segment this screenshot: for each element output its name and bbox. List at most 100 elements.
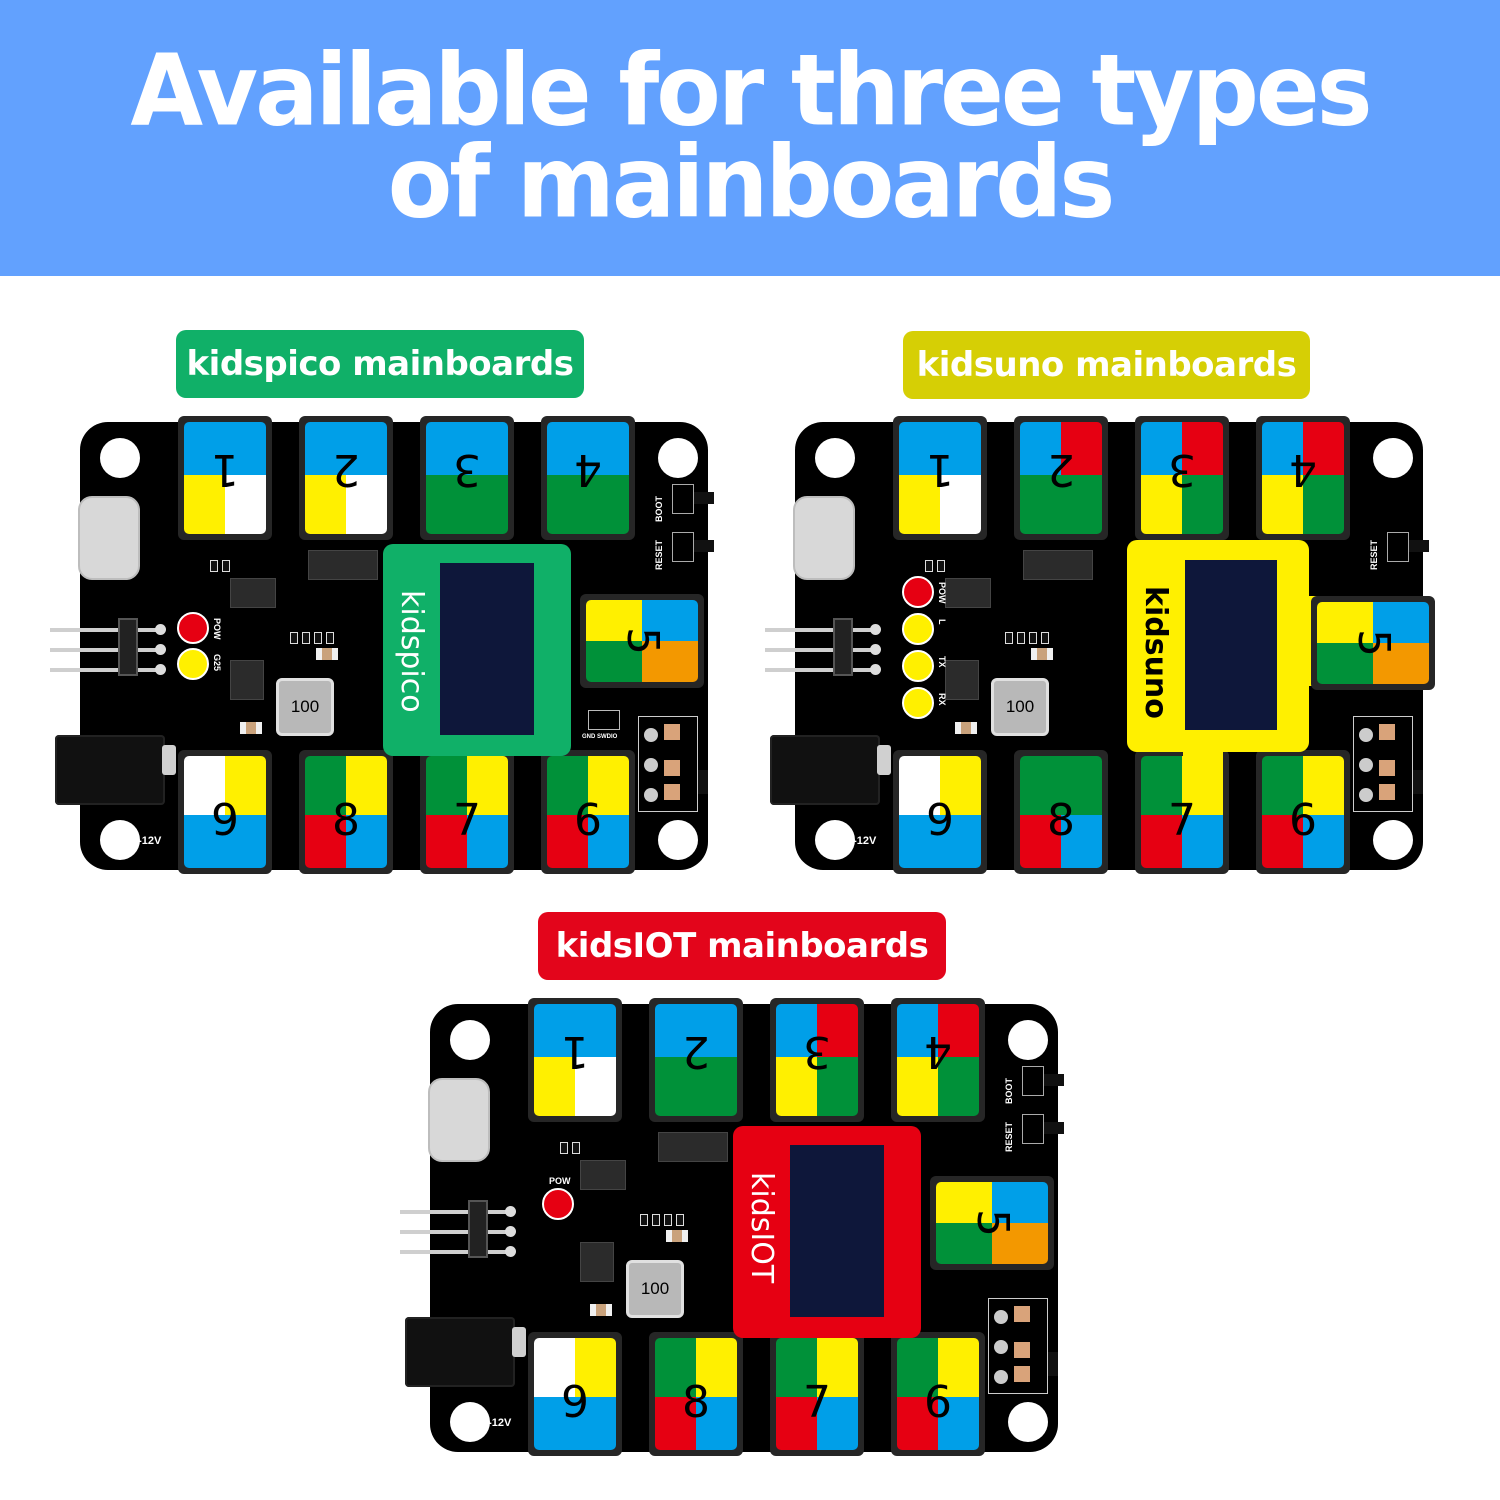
button-actuator — [1044, 1122, 1064, 1134]
mounting-hole — [100, 820, 140, 860]
pin-header-housing — [468, 1200, 488, 1258]
switch-lever[interactable] — [1048, 1352, 1058, 1376]
banner-title-line-2: of mainboards — [387, 126, 1116, 241]
port-quadrant-blue — [547, 422, 588, 475]
port-face: 4 — [1262, 422, 1344, 534]
port-quadrant-white — [534, 1338, 575, 1398]
mounting-hole — [450, 1402, 490, 1442]
header-pin — [765, 628, 875, 632]
dc-jack-tab — [877, 745, 891, 775]
power-led — [177, 612, 209, 644]
reset-button[interactable] — [672, 532, 694, 562]
port-quadrant-green — [655, 1338, 696, 1398]
switch-pad — [994, 1370, 1008, 1384]
switch-lever[interactable] — [1413, 770, 1423, 794]
port-quadrant-blue — [184, 422, 225, 475]
smd-resistor — [572, 1142, 580, 1154]
port-face: 6 — [897, 1338, 979, 1450]
pin-header-housing — [118, 618, 138, 676]
port-quadrant-green — [547, 756, 588, 816]
port-quadrant-blue — [588, 422, 629, 475]
switch-pad — [994, 1340, 1008, 1354]
boot-button[interactable] — [1022, 1066, 1044, 1096]
port-quadrant-blue — [184, 815, 225, 868]
rx-label: RX — [937, 693, 947, 706]
port-face: 4 — [547, 422, 629, 534]
port-quadrant-blue — [225, 815, 266, 868]
switch-pad — [644, 788, 658, 802]
boot-button[interactable] — [672, 484, 694, 514]
mounting-hole — [1373, 438, 1413, 478]
port-number: 5 — [1348, 629, 1399, 657]
smd-resistor — [1005, 632, 1013, 644]
power-led — [902, 576, 934, 608]
port-quadrant-yellow — [467, 756, 508, 816]
port-quadrant-yellow — [534, 1056, 575, 1116]
button-actuator — [694, 540, 714, 552]
port-quadrant-green — [655, 1056, 696, 1116]
port-3: 3 — [1135, 416, 1229, 540]
port-number: 4 — [924, 1026, 952, 1078]
port-6: 6 — [891, 1332, 985, 1456]
g25-label: G25 — [212, 654, 222, 672]
port-face: 5 — [586, 600, 698, 682]
button-label: BOOT — [1004, 1078, 1014, 1104]
oled-frame-extension — [1183, 750, 1223, 780]
port-quadrant-green — [1061, 756, 1102, 816]
port-face: 8 — [655, 1338, 737, 1450]
power-label: POW — [937, 582, 947, 604]
port-quadrant-blue — [899, 422, 940, 475]
switch-contact — [1379, 724, 1395, 740]
port-face: 1 — [534, 1004, 616, 1116]
port-quadrant-red — [817, 1004, 858, 1057]
smd-capacitor — [955, 722, 977, 734]
port-quadrant-green — [817, 1056, 858, 1116]
port-face: 9 — [184, 756, 266, 868]
smd-resistor — [1029, 632, 1037, 644]
port-quadrant-white — [184, 756, 225, 816]
reset-button[interactable] — [1387, 532, 1409, 562]
port-quadrant-blue — [467, 422, 508, 475]
oled-brand-label: kidsuno — [1138, 586, 1173, 719]
port-quadrant-blue — [346, 422, 387, 475]
port-quadrant-yellow — [899, 474, 940, 534]
header-pin — [400, 1230, 510, 1234]
dc-jack-tab — [512, 1327, 526, 1357]
oled-screen — [440, 563, 534, 735]
smd-resistor — [640, 1214, 648, 1226]
dc-jack-tab — [162, 745, 176, 775]
port-number: 9 — [561, 1376, 589, 1428]
port-quadrant-blue — [992, 1182, 1048, 1223]
switch-contact — [664, 724, 680, 740]
port-quadrant-blue — [1262, 422, 1303, 475]
port-quadrant-yellow — [897, 1056, 938, 1116]
port-quadrant-blue — [655, 1004, 696, 1057]
port-5: 5 — [1311, 596, 1435, 690]
port-quadrant-red — [1141, 815, 1182, 868]
button-label: RESET — [1369, 539, 1379, 570]
oled-brand-label: kidspico — [394, 590, 429, 713]
port-face: 6 — [547, 756, 629, 868]
mounting-hole — [1008, 1020, 1048, 1060]
port-7: 7 — [1135, 750, 1229, 874]
port-quadrant-blue — [1061, 815, 1102, 868]
header-pin-pad — [155, 624, 166, 635]
usb-c-port — [428, 1078, 490, 1162]
port-quadrant-white — [940, 474, 981, 534]
port-2: 2 — [1014, 416, 1108, 540]
port-quadrant-red — [1303, 422, 1344, 475]
port-quadrant-yellow — [938, 1338, 979, 1398]
port-6: 6 — [541, 750, 635, 874]
reset-button[interactable] — [1022, 1114, 1044, 1144]
smd-capacitor — [240, 722, 262, 734]
swd-header — [588, 710, 620, 730]
port-quadrant-blue — [897, 1004, 938, 1057]
port-quadrant-blue — [346, 815, 387, 868]
pow-label: POW — [212, 618, 222, 640]
port-quadrant-white — [899, 756, 940, 816]
switch-lever[interactable] — [698, 770, 708, 794]
header-pin-pad — [870, 664, 881, 675]
port-number: 3 — [453, 444, 481, 496]
kidsiot-label: kidsIOT mainboards — [538, 912, 946, 980]
